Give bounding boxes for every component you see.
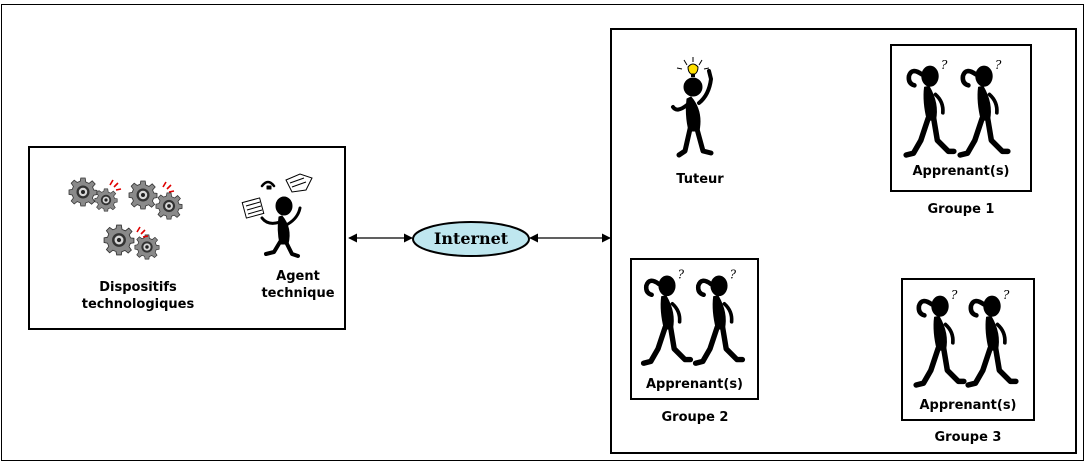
technical-agent-figure-icon	[241, 173, 313, 258]
group-label: Groupe 2	[661, 410, 729, 425]
learner-figure-icon	[911, 286, 969, 396]
diagram-frame	[1, 4, 1084, 461]
group-box-1: Apprenant(s)	[890, 44, 1032, 192]
learner-label: Apprenant(s)	[919, 398, 1017, 413]
learner-figure-icon	[954, 56, 1014, 166]
learner-label: Apprenant(s)	[645, 377, 744, 392]
learner-figure-icon	[638, 266, 696, 374]
group-box-3: Apprenant(s)	[901, 278, 1035, 421]
devices-label: Dispositifs technologiques	[81, 280, 195, 312]
learner-figure-icon	[690, 266, 748, 374]
tutor-label: Tuteur	[676, 172, 724, 187]
group-label: Groupe 1	[927, 202, 995, 217]
group-box-2: Apprenant(s)	[630, 258, 759, 400]
agent-label: Agent technique	[261, 269, 335, 301]
learner-figure-icon	[900, 56, 960, 166]
internet-label: Internet	[433, 229, 509, 248]
learner-label: Apprenant(s)	[912, 164, 1010, 179]
internet-ellipse	[412, 221, 530, 257]
tutor-figure-icon	[671, 57, 714, 158]
learner-figure-icon	[963, 286, 1021, 396]
group-label: Groupe 3	[934, 430, 1002, 445]
